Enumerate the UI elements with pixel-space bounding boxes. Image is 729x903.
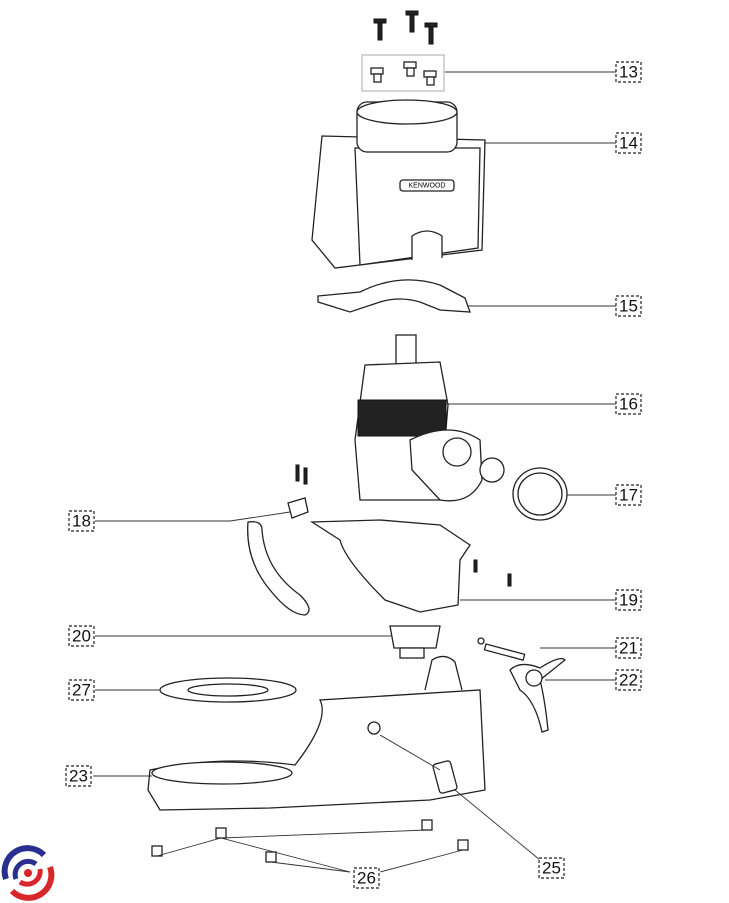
part-27-plate xyxy=(159,677,297,703)
part-20-switch-block xyxy=(389,625,441,659)
svg-text:23: 23 xyxy=(69,767,88,786)
svg-text:15: 15 xyxy=(619,297,638,316)
svg-text:14: 14 xyxy=(619,134,638,153)
callout-19: 19 xyxy=(615,589,642,611)
part-13-screws-and-feet xyxy=(361,10,445,92)
svg-text:20: 20 xyxy=(72,627,91,646)
callout-20: 20 xyxy=(68,625,95,647)
callout-13: 13 xyxy=(615,61,642,83)
part-26-feet xyxy=(151,819,469,863)
part-15-bracket xyxy=(317,279,471,313)
part-18-arm xyxy=(247,464,310,616)
svg-text:25: 25 xyxy=(542,859,561,878)
part-23-base xyxy=(147,655,486,811)
svg-text:26: 26 xyxy=(357,869,376,888)
callout-25: 25 xyxy=(538,857,565,879)
callout-15: 15 xyxy=(615,295,642,317)
part-16-motor xyxy=(354,334,505,502)
callout-27: 27 xyxy=(68,679,95,701)
svg-text:21: 21 xyxy=(619,639,638,658)
svg-text:27: 27 xyxy=(72,681,91,700)
callout-18: 18 xyxy=(68,510,95,532)
svg-text:17: 17 xyxy=(619,486,638,505)
callout-21: 21 xyxy=(615,637,642,659)
callout-16: 16 xyxy=(615,393,642,415)
brand-logo-icon xyxy=(1,845,55,901)
svg-text:19: 19 xyxy=(619,591,638,610)
part-19-lower-tray xyxy=(309,519,512,613)
callout-23: 23 xyxy=(65,765,92,787)
part-17-cap xyxy=(512,467,568,521)
svg-text:22: 22 xyxy=(619,671,638,690)
callout-22: 22 xyxy=(615,669,642,691)
callout-26: 26 xyxy=(353,867,380,889)
callout-14: 14 xyxy=(615,132,642,154)
brand-label: KENWOOD xyxy=(409,183,446,190)
leader-lines xyxy=(93,71,616,873)
svg-text:13: 13 xyxy=(619,63,638,82)
svg-text:18: 18 xyxy=(72,512,91,531)
part-14-top-housing: KENWOOD xyxy=(311,99,486,269)
svg-text:16: 16 xyxy=(619,395,638,414)
callout-17: 17 xyxy=(615,484,642,506)
part-21-22-springs xyxy=(477,637,566,733)
